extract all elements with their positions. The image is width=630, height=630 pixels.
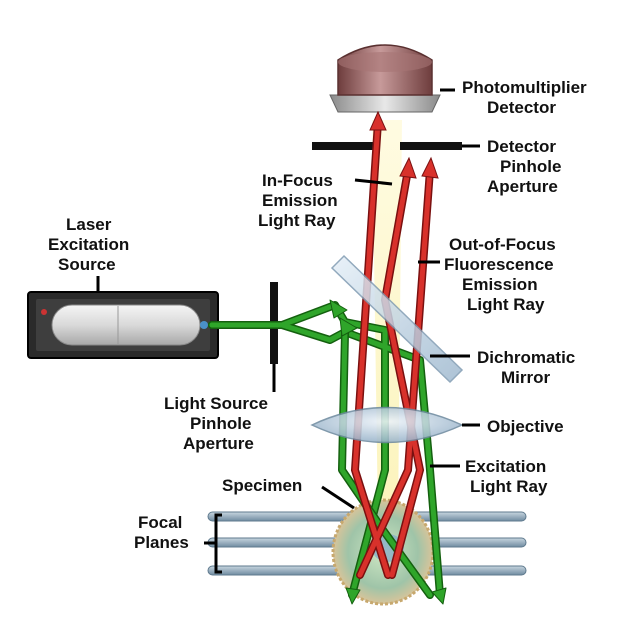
label-laser-excitation-source: Laser Excitation Source — [48, 215, 134, 274]
detector-pinhole-aperture — [312, 142, 462, 150]
label-in-focus-emission: In-Focus Emission Light Ray — [258, 171, 342, 230]
label-specimen: Specimen — [222, 476, 302, 495]
label-leader-lines — [96, 88, 480, 574]
excitation-rays — [208, 299, 447, 605]
label-dichromatic-mirror: Dichromatic Mirror — [477, 348, 580, 387]
photomultiplier-detector-icon — [329, 44, 441, 113]
label-light-source-pinhole: Light Source Pinhole Aperture — [164, 394, 273, 453]
dichromatic-mirror — [330, 254, 464, 384]
label-objective: Objective — [487, 417, 564, 436]
label-photomultiplier-detector: Photomultiplier Detector — [462, 78, 591, 117]
emission-rays — [350, 110, 439, 579]
label-detector-pinhole-aperture: Detector Pinhole Aperture — [487, 137, 566, 196]
label-out-of-focus-emission: Out-of-Focus Fluorescence Emission Light… — [444, 235, 560, 314]
label-excitation-light-ray: Excitation Light Ray — [465, 457, 551, 496]
label-focal-planes: Focal Planes — [134, 513, 189, 552]
laser-excitation-source-icon — [27, 291, 219, 359]
objective-lens — [310, 406, 464, 444]
